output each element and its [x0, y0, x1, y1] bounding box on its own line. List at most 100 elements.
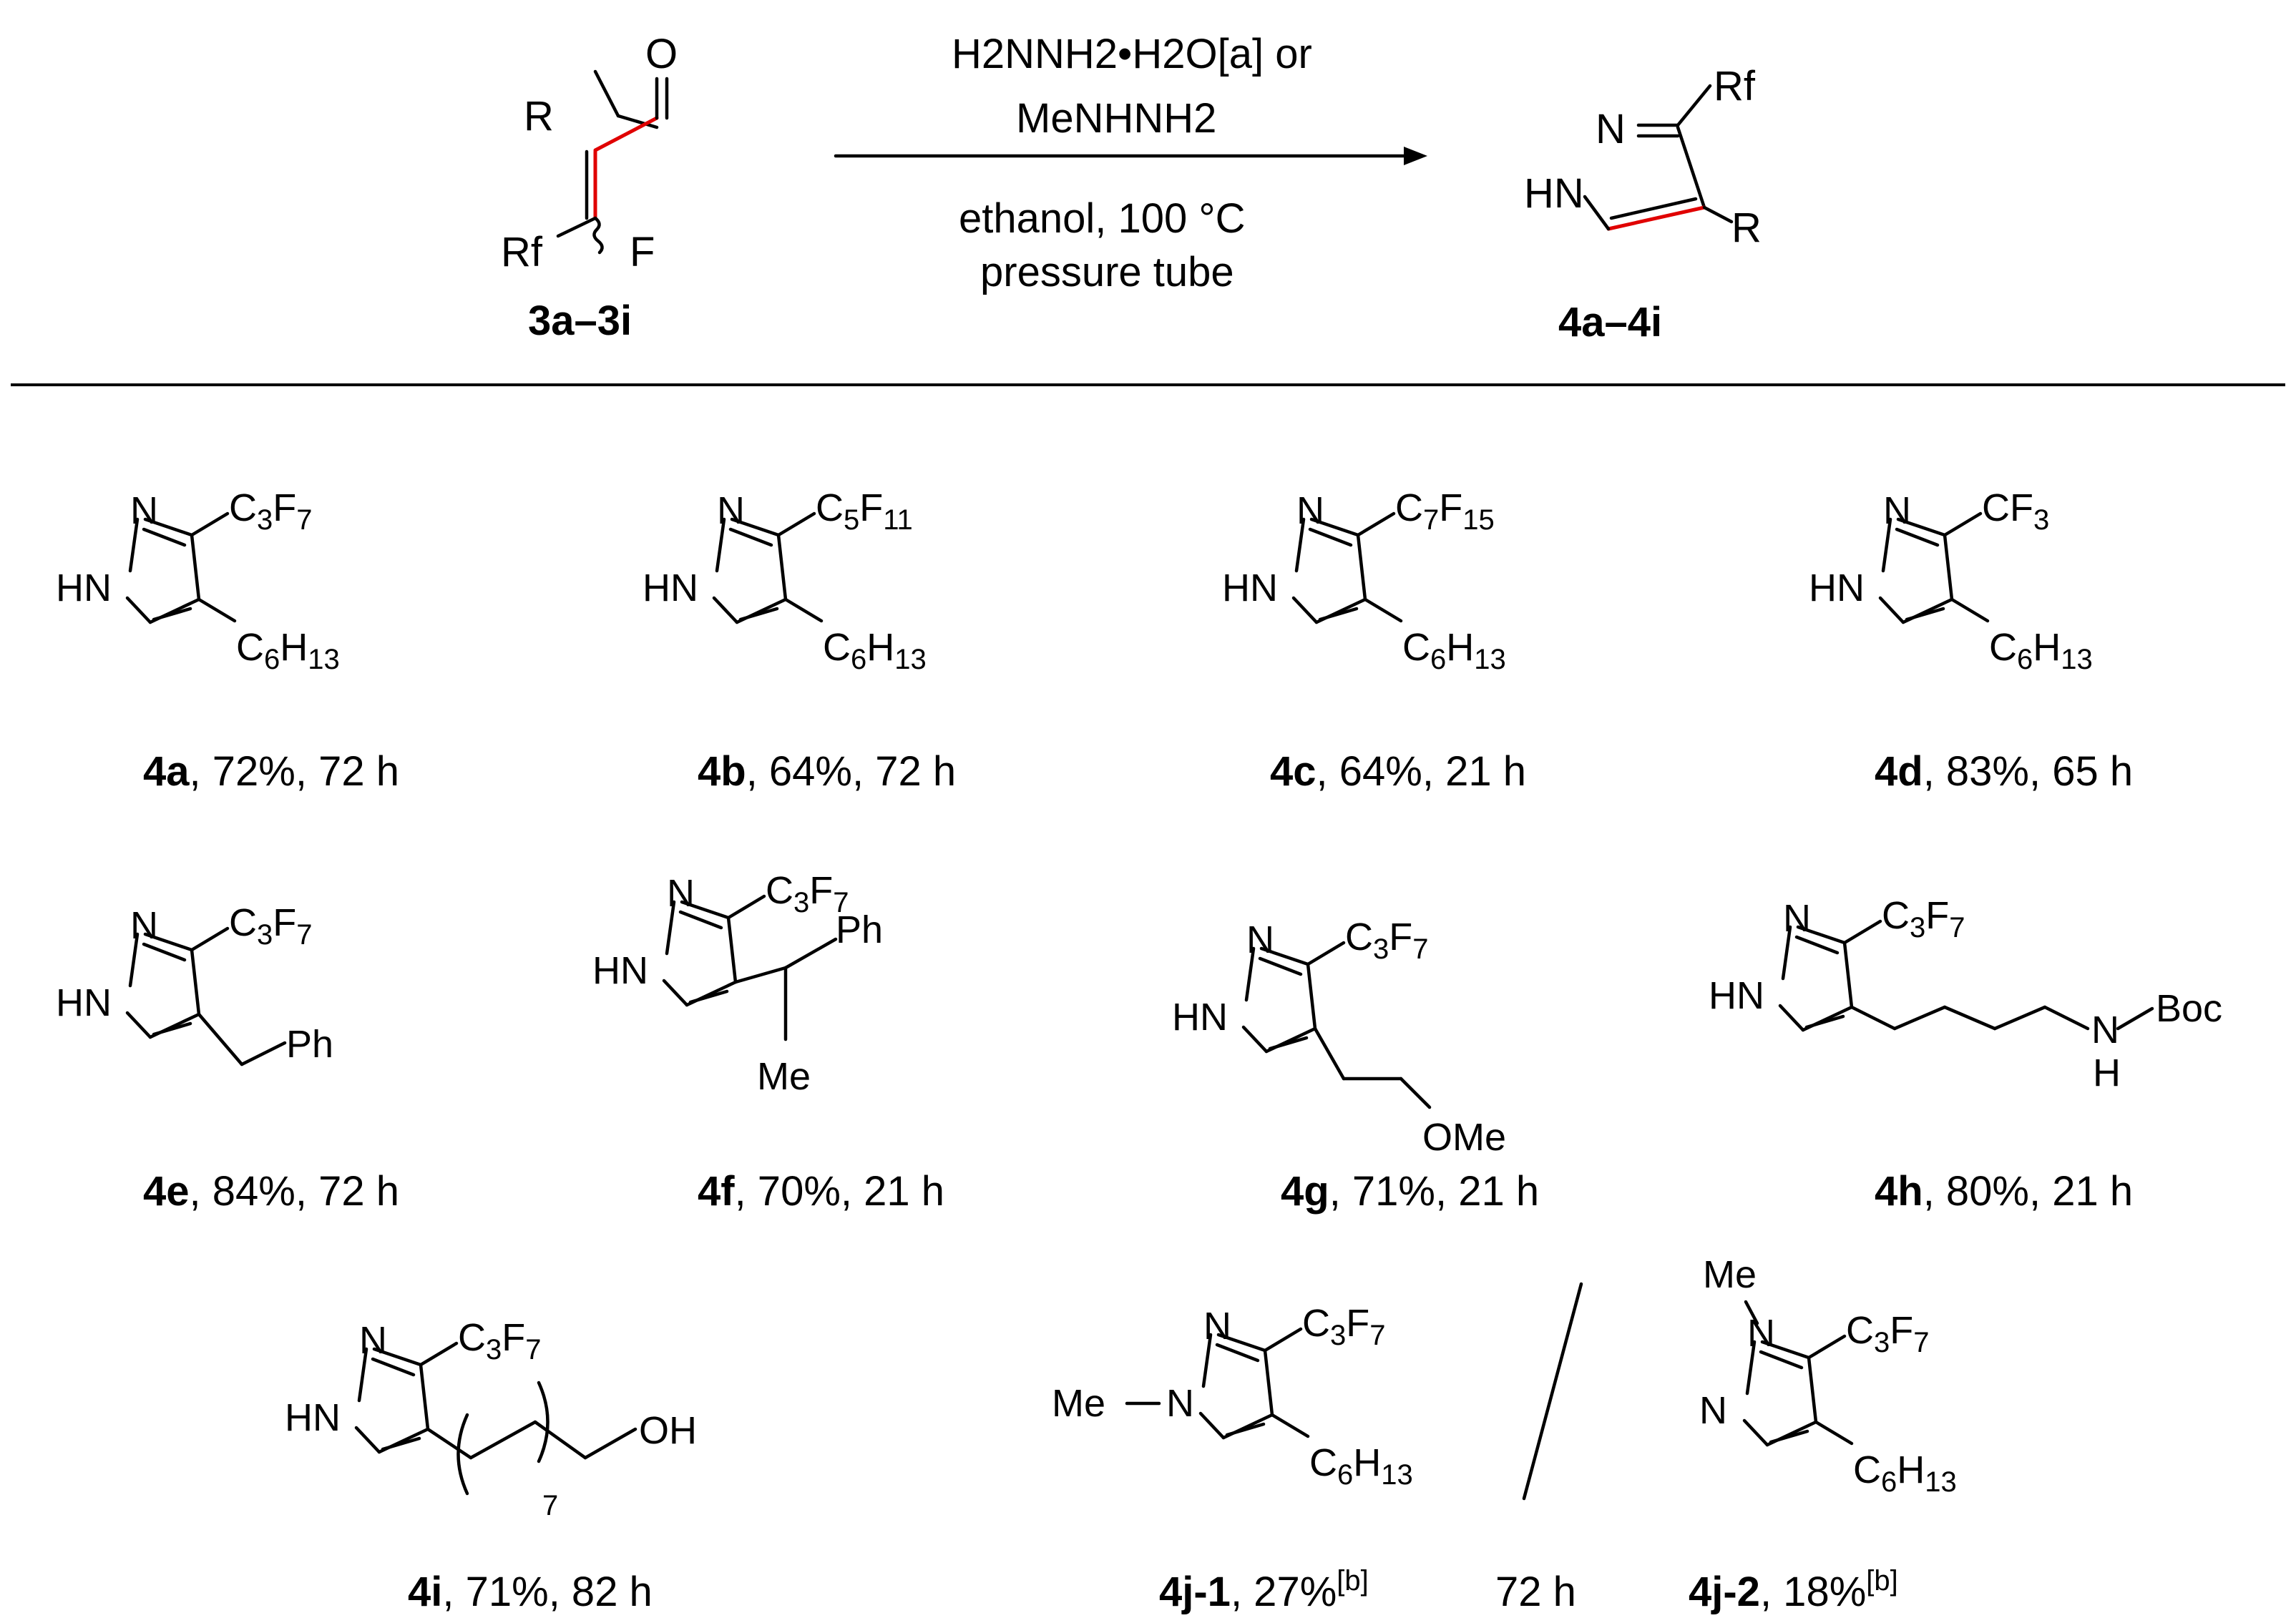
yield-text: , 72%	[190, 748, 295, 795]
ring-hn-label: HN	[285, 1396, 341, 1439]
rf-group-4d: CF3	[1982, 486, 2049, 536]
ring-n-label: N	[1747, 1312, 1775, 1355]
ring-n-label: N	[359, 1319, 387, 1362]
yield-text: , 83%	[1923, 748, 2029, 795]
reaction-arrow-group: H2NNH2•H2O[a] or MeNHNH2 ethanol, 100 °C…	[834, 31, 1427, 295]
boc-label-4h: Boc	[2156, 987, 2222, 1030]
caption-4e: 4e, 84%, 72 h	[143, 1168, 399, 1215]
caption-4h: 4h, 80%, 21 h	[1875, 1168, 2133, 1215]
yield-text: , 71%	[442, 1569, 548, 1615]
repeat-count: 7	[542, 1490, 558, 1521]
rf-group-4a: C3F7	[229, 486, 313, 536]
alkyl-group-4d: C6H13	[1989, 626, 2093, 675]
product-4a-4i: N HN Rf R 4a–4i	[1524, 63, 1762, 345]
footnote-mark: [b]	[1866, 1565, 1897, 1597]
ring-n-label: N	[717, 489, 745, 532]
rf-group-4j-2: C3F7	[1846, 1309, 1930, 1358]
compound-id: 4g	[1281, 1168, 1329, 1215]
compound-id: 4a	[143, 748, 190, 795]
rf-group-4f: C3F7	[766, 869, 849, 918]
reactant-fluorine: F	[630, 229, 655, 275]
compound-id: 4j-2	[1689, 1569, 1760, 1615]
yield-text: , 64%	[746, 748, 852, 795]
caption-4a: 4a, 72%, 72 h	[143, 748, 399, 795]
rf-group-4j-1: C3F7	[1302, 1302, 1386, 1351]
rf-group-4g: C3F7	[1345, 916, 1429, 965]
reactant-3a-3i: O R Rf F 3a–3i	[501, 31, 678, 344]
alkyl-group-4j-2: C6H13	[1853, 1448, 1957, 1498]
time-text: , 72 h	[295, 748, 399, 795]
alkyl-group-4j-1: C6H13	[1309, 1441, 1413, 1491]
compound-id: 4d	[1875, 748, 1923, 795]
condition-line-2: pressure tube	[980, 249, 1234, 295]
reactant-label: 3a–3i	[528, 298, 632, 344]
ring-n-label: N	[1203, 1305, 1231, 1348]
product-label: 4a–4i	[1558, 299, 1662, 345]
yield-text: , 80%	[1923, 1168, 2029, 1215]
ring-hn-label: HN	[1172, 996, 1228, 1039]
caption-4f: 4f, 70%, 21 h	[698, 1168, 944, 1215]
time-text: , 21 h	[2029, 1168, 2133, 1215]
caption-4j-1: 4j-1, 27%[b]	[1159, 1565, 1369, 1615]
caption-4g: 4g, 71%, 21 h	[1281, 1168, 1539, 1215]
caption-4c: 4c, 64%, 21 h	[1270, 748, 1526, 795]
alkyl-group-4b: C6H13	[823, 626, 927, 675]
rf-group-4c: C7F15	[1395, 486, 1495, 536]
compound-id: 4e	[143, 1168, 190, 1215]
ring-n-label: N	[667, 872, 695, 915]
yield-text: , 70%	[735, 1168, 841, 1215]
time-text: , 21 h	[1422, 748, 1526, 795]
ring-n-label: N	[1296, 489, 1324, 532]
time-text: , 72 h	[295, 1168, 399, 1215]
phenyl-label-4e: Ph	[286, 1023, 333, 1066]
ring-hn-label: HN	[1709, 974, 1764, 1017]
methoxy-label-4g: OMe	[1422, 1116, 1506, 1159]
product-hn: HN	[1524, 170, 1584, 217]
product-r: R	[1731, 205, 1762, 251]
footnote-mark: [b]	[1337, 1565, 1368, 1597]
regioisomer-divider	[1522, 1282, 1583, 1501]
reagent-line-1: H2NNH2•H2O[a] or	[952, 31, 1312, 77]
yield-text: , 18%	[1760, 1569, 1866, 1615]
amide-n-label: N	[2091, 1009, 2119, 1051]
compound-id: 4c	[1270, 748, 1316, 795]
yield-text: , 71%	[1329, 1168, 1435, 1215]
caption-4d: 4d, 83%, 65 h	[1875, 748, 2133, 795]
alkyl-group-4a: C6H13	[236, 626, 340, 675]
compound-id: 4f	[698, 1168, 735, 1215]
amide-h-label: H	[2093, 1051, 2121, 1094]
phenyl-label-4f: Ph	[836, 908, 883, 951]
time-text: , 72 h	[852, 748, 956, 795]
caption-4b: 4b, 64%, 72 h	[698, 748, 956, 795]
time-text: , 21 h	[841, 1168, 944, 1215]
ring-n-label: N	[1883, 489, 1911, 532]
ring-n-label: N	[130, 904, 158, 947]
ring-hn-label: HN	[592, 949, 648, 992]
condition-line-1: ethanol, 100 °C	[959, 195, 1245, 242]
ring-n2-label: N	[1699, 1389, 1727, 1432]
ring-hn-label: HN	[1809, 567, 1865, 609]
ring-n1-label: N	[1166, 1382, 1194, 1425]
yield-text: , 84%	[190, 1168, 295, 1215]
product-rf: Rf	[1714, 63, 1756, 109]
reactant-rf: Rf	[501, 229, 543, 275]
ring-hn-label: HN	[56, 567, 112, 609]
time-text: , 82 h	[549, 1569, 653, 1615]
yield-text: , 64%	[1316, 748, 1422, 795]
compound-id: 4b	[698, 748, 746, 795]
rf-group-4i: C3F7	[458, 1316, 542, 1365]
n-methyl-label: Me	[1052, 1382, 1105, 1425]
ring-n-label: N	[1783, 897, 1811, 940]
compound-id: 4j-1	[1159, 1569, 1231, 1615]
time-text: , 65 h	[2029, 748, 2133, 795]
reagent-line-2: MeNHNH2	[1016, 95, 1216, 142]
